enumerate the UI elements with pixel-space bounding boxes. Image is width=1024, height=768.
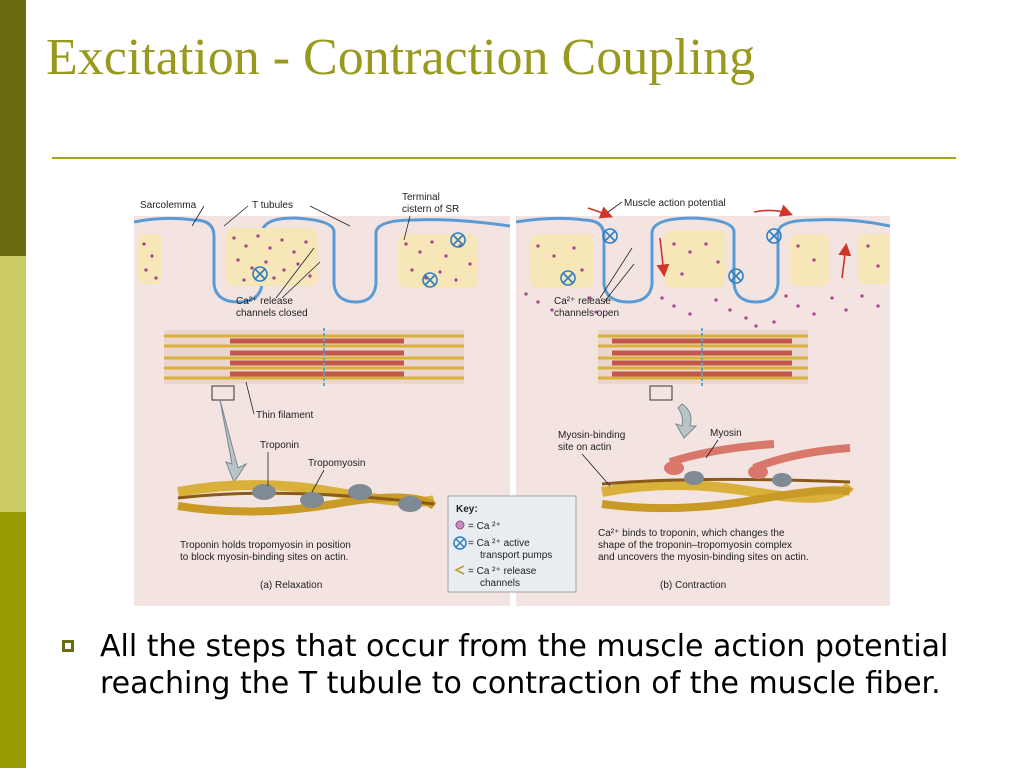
caption-relaxation-1: Troponin holds tropomyosin in position <box>180 540 351 551</box>
leader-line <box>275 247 315 299</box>
sr-cistern <box>858 234 890 284</box>
key-ca: = Ca ²⁺ <box>468 521 501 532</box>
pump-icon <box>453 536 467 550</box>
sr-cistern <box>530 234 594 288</box>
label-myosin: Myosin <box>710 428 742 439</box>
sidebar-band-middle <box>0 256 26 512</box>
key-release-2: channels <box>480 578 520 589</box>
leader-line <box>281 261 321 299</box>
key-pump-2: transport pumps <box>480 550 552 561</box>
leader-line <box>403 215 411 241</box>
label-release-channels-open: Ca²⁺ release <box>554 296 611 307</box>
key-release-1: = Ca ²⁺ release <box>468 566 537 577</box>
sarcolemma-membrane-left <box>134 216 511 304</box>
label-thin-filament: Thin filament <box>256 410 313 421</box>
sarcomere-relaxed <box>164 328 464 401</box>
sarcomere-contracted <box>598 328 808 401</box>
figure-key: Key: = Ca ²⁺ = Ca ²⁺ active transport pu… <box>447 495 577 593</box>
leader-line <box>191 205 205 227</box>
leader-line <box>311 469 325 493</box>
label-release-channels-closed-2: channels closed <box>236 308 308 319</box>
panel-label-relaxation: (a) Relaxation <box>260 580 322 591</box>
thin-filament-contracted <box>601 440 854 513</box>
sr-cistern <box>664 230 726 288</box>
sidebar-band-bottom <box>0 512 26 768</box>
leader-line <box>223 205 249 227</box>
calcium-icon <box>455 520 465 530</box>
label-t-tubules: T tubules <box>252 200 293 211</box>
sarcolemma-membrane-right <box>515 216 890 304</box>
label-tropomyosin: Tropomyosin <box>308 458 365 469</box>
label-troponin: Troponin <box>260 440 299 451</box>
calcium-dots-right <box>524 242 880 328</box>
hollow-square-bullet-icon <box>62 640 74 652</box>
label-cistern: cistern of SR <box>402 204 459 215</box>
release-channel-icon <box>454 565 465 575</box>
slide-title: Excitation - Contraction Coupling <box>46 29 756 86</box>
key-title: Key: <box>456 504 478 515</box>
caption-contraction-1: Ca²⁺ binds to troponin, which changes th… <box>598 528 785 539</box>
sr-cistern <box>790 234 830 286</box>
sr-cistern <box>138 234 162 284</box>
label-sarcolemma: Sarcolemma <box>140 200 197 211</box>
label-muscle-action-potential: Muscle action potential <box>624 198 726 209</box>
sr-cistern <box>398 234 478 288</box>
thin-filament-relaxed <box>177 480 437 516</box>
caption-relaxation-2: to block myosin-binding sites on actin. <box>180 552 348 563</box>
leader-line <box>599 247 633 299</box>
sidebar-band-top <box>0 0 26 256</box>
bullet-text: All the steps that occur from the muscle… <box>100 629 949 701</box>
panel-label-contraction: (b) Contraction <box>660 580 726 591</box>
slide-sidebar <box>0 0 26 768</box>
excitation-contraction-figure: Sarcolemma T tubules Terminal cistern of… <box>134 192 890 606</box>
label-release-channels-closed: Ca²⁺ release <box>236 296 293 307</box>
leader-line <box>705 439 719 459</box>
leader-line <box>607 201 623 213</box>
label-release-channels-open-2: channels open <box>554 308 619 319</box>
leader-line <box>309 205 351 227</box>
caption-contraction-2: shape of the troponin–tropomyosin comple… <box>598 540 792 551</box>
label-myosin-binding-site: Myosin-binding <box>558 430 625 441</box>
caption-contraction-3: and uncovers the myosin-binding sites on… <box>598 552 809 563</box>
pump-icon <box>560 228 782 286</box>
leader-line <box>581 453 611 487</box>
zoom-arrow <box>674 403 698 439</box>
pump-icon <box>252 232 466 288</box>
leader-line <box>245 381 255 415</box>
sr-cistern <box>226 228 318 286</box>
label-terminal: Terminal <box>402 192 440 203</box>
action-potential-arrows <box>587 204 852 279</box>
title-rule <box>52 157 956 159</box>
key-pump-1: = Ca ²⁺ active <box>468 538 530 549</box>
calcium-dots-left <box>142 234 472 282</box>
label-myosin-binding-site-2: site on actin <box>558 442 611 453</box>
leader-line <box>603 263 635 303</box>
